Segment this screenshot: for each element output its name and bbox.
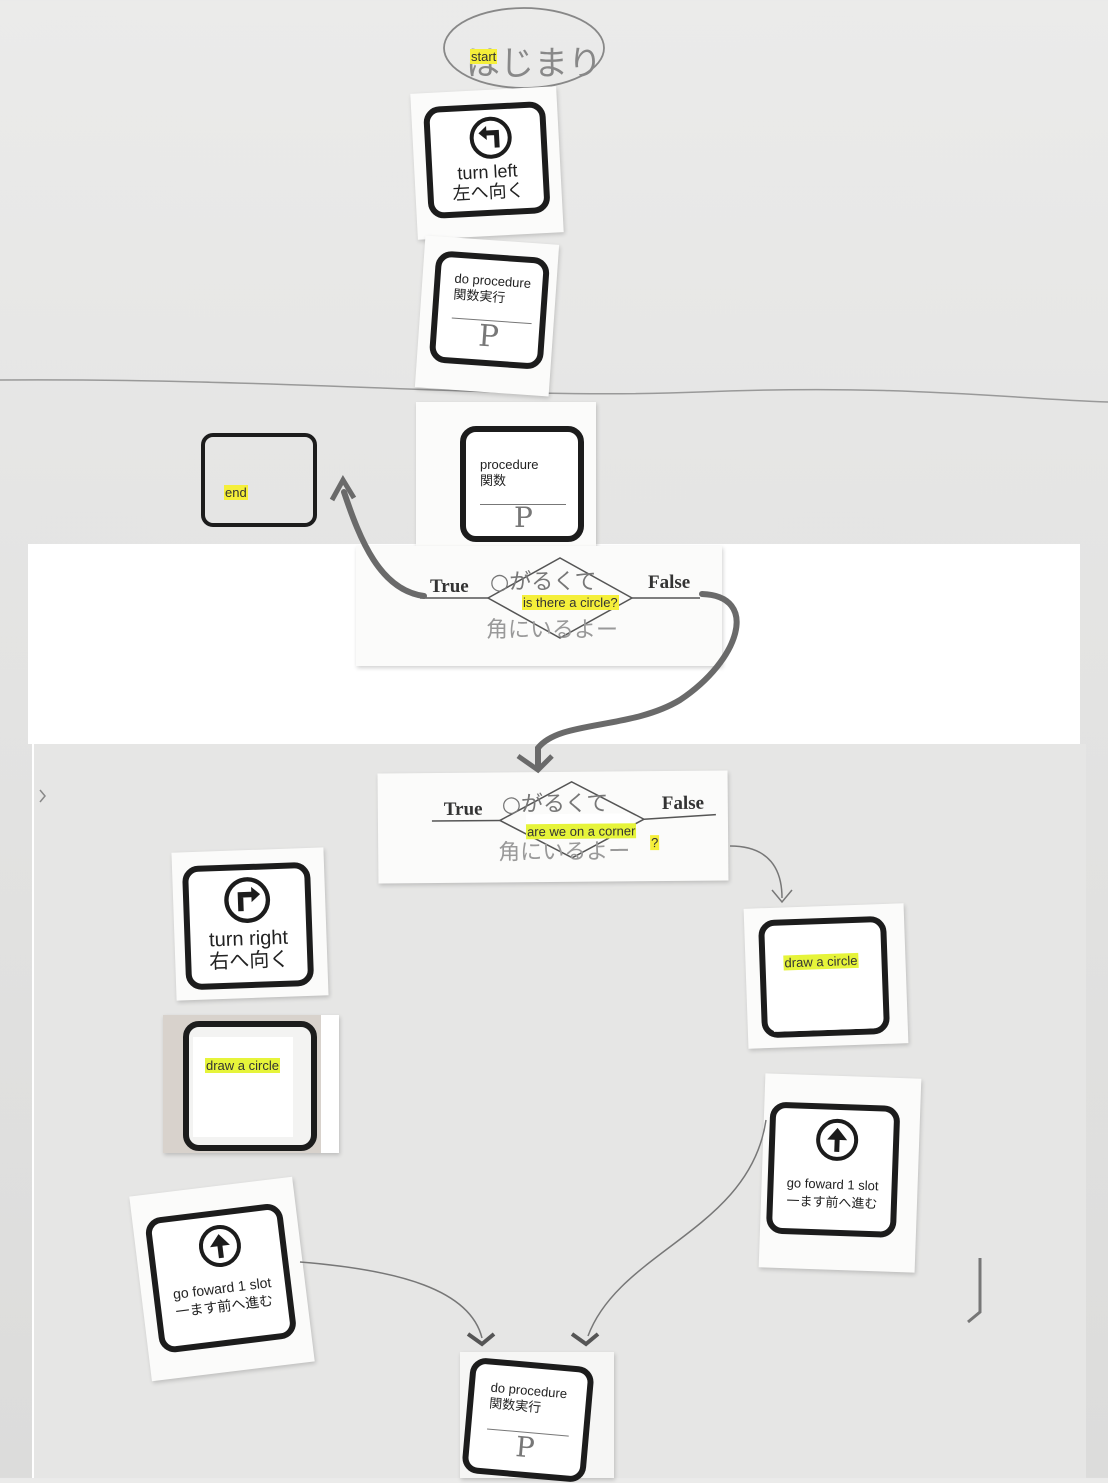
procedure-card: procedure 関数 P (416, 402, 596, 552)
circle-decision-handwritten-bottom: 角にいるよー (486, 618, 619, 643)
corner-decision-false: False (661, 792, 705, 815)
draw-circle-left-label: draw a circle (205, 1058, 280, 1073)
procedure-rule (480, 504, 566, 505)
turn-left-card: turn left 左へ向く (410, 86, 564, 240)
turn-right-card: turn right 右へ向く (171, 847, 329, 1001)
do-procedure-bottom-symbol: P (514, 1430, 536, 1465)
go-forward-right-tile: go foward 1 slot 一ます前へ進む (765, 1101, 901, 1238)
end-label: end (224, 485, 248, 500)
go-forward-left-card: go foward 1 slot 一ます前へ進む (129, 1176, 315, 1382)
do-procedure-top-tile: do procedure 関数実行 P (428, 250, 551, 370)
end-box (201, 433, 317, 527)
turn-right-ja: 右へ向く (208, 948, 290, 974)
turn-left-icon (469, 116, 512, 159)
procedure-tile: procedure 関数 P (460, 426, 584, 542)
circle-decision-true: True (430, 576, 469, 597)
turn-right-tile: turn right 右へ向く (181, 861, 315, 991)
do-procedure-bottom-card: do procedure 関数実行 P (460, 1352, 614, 1483)
go-forward-left-tile: go foward 1 slot 一ます前へ進む (144, 1202, 298, 1355)
divider-line (0, 379, 1108, 403)
circle-decision-false: False (648, 572, 691, 593)
corner-decision-true: True (443, 798, 483, 820)
corner-decision-suffix: ? (650, 835, 660, 851)
true-to-end-arrowhead (329, 475, 357, 502)
draw-circle-right-patch (770, 928, 874, 1032)
draw-circle-left-patch (193, 1037, 293, 1137)
procedure-en: procedure (480, 457, 539, 472)
go-forward-right-card: go foward 1 slot 一ます前へ進む (758, 1073, 922, 1273)
draw-circle-right-card: draw a circle (743, 903, 909, 1049)
do-procedure-bottom-tile: do procedure 関数実行 P (461, 1356, 595, 1483)
procedure-ja: 関数 (480, 473, 507, 488)
corner-decision-label: are we on a corner (525, 823, 637, 840)
draw-circle-left-card: draw a circle (163, 1015, 339, 1153)
do-procedure-top-symbol: P (477, 318, 500, 355)
corner-decision-diamond (431, 780, 716, 859)
draw-circle-left-card-patch (321, 1015, 339, 1153)
procedure-symbol: P (514, 501, 533, 534)
go-forward-left-icon (198, 1225, 241, 1268)
go-forward-right-icon (816, 1118, 859, 1161)
do-procedure-bottom-ja: 関数実行 (488, 1395, 542, 1416)
turn-left-tile: turn left 左へ向く (422, 100, 551, 220)
corner-decision-card: True False ○がるくて 角にいるよー are we on a corn… (377, 770, 729, 884)
turn-right-icon (224, 877, 271, 923)
go-forward-right-ja: 一ます前へ進む (786, 1193, 878, 1212)
circle-decision-card: True False ○がるくて 角にいるよー is there a circl… (356, 546, 722, 666)
turn-left-ja: 左へ向く (452, 180, 525, 204)
do-procedure-top-ja: 関数実行 (452, 286, 506, 306)
circle-decision-handwritten-top: ○がるくて (490, 570, 597, 595)
do-procedure-top-card: do procedure 関数実行 P (414, 235, 560, 397)
go-forward-right-en: go foward 1 slot (786, 1175, 879, 1194)
start-label: start (470, 49, 498, 64)
circle-decision-label: is there a circle? (522, 595, 619, 610)
draw-circle-right-label: draw a circle (783, 952, 859, 971)
